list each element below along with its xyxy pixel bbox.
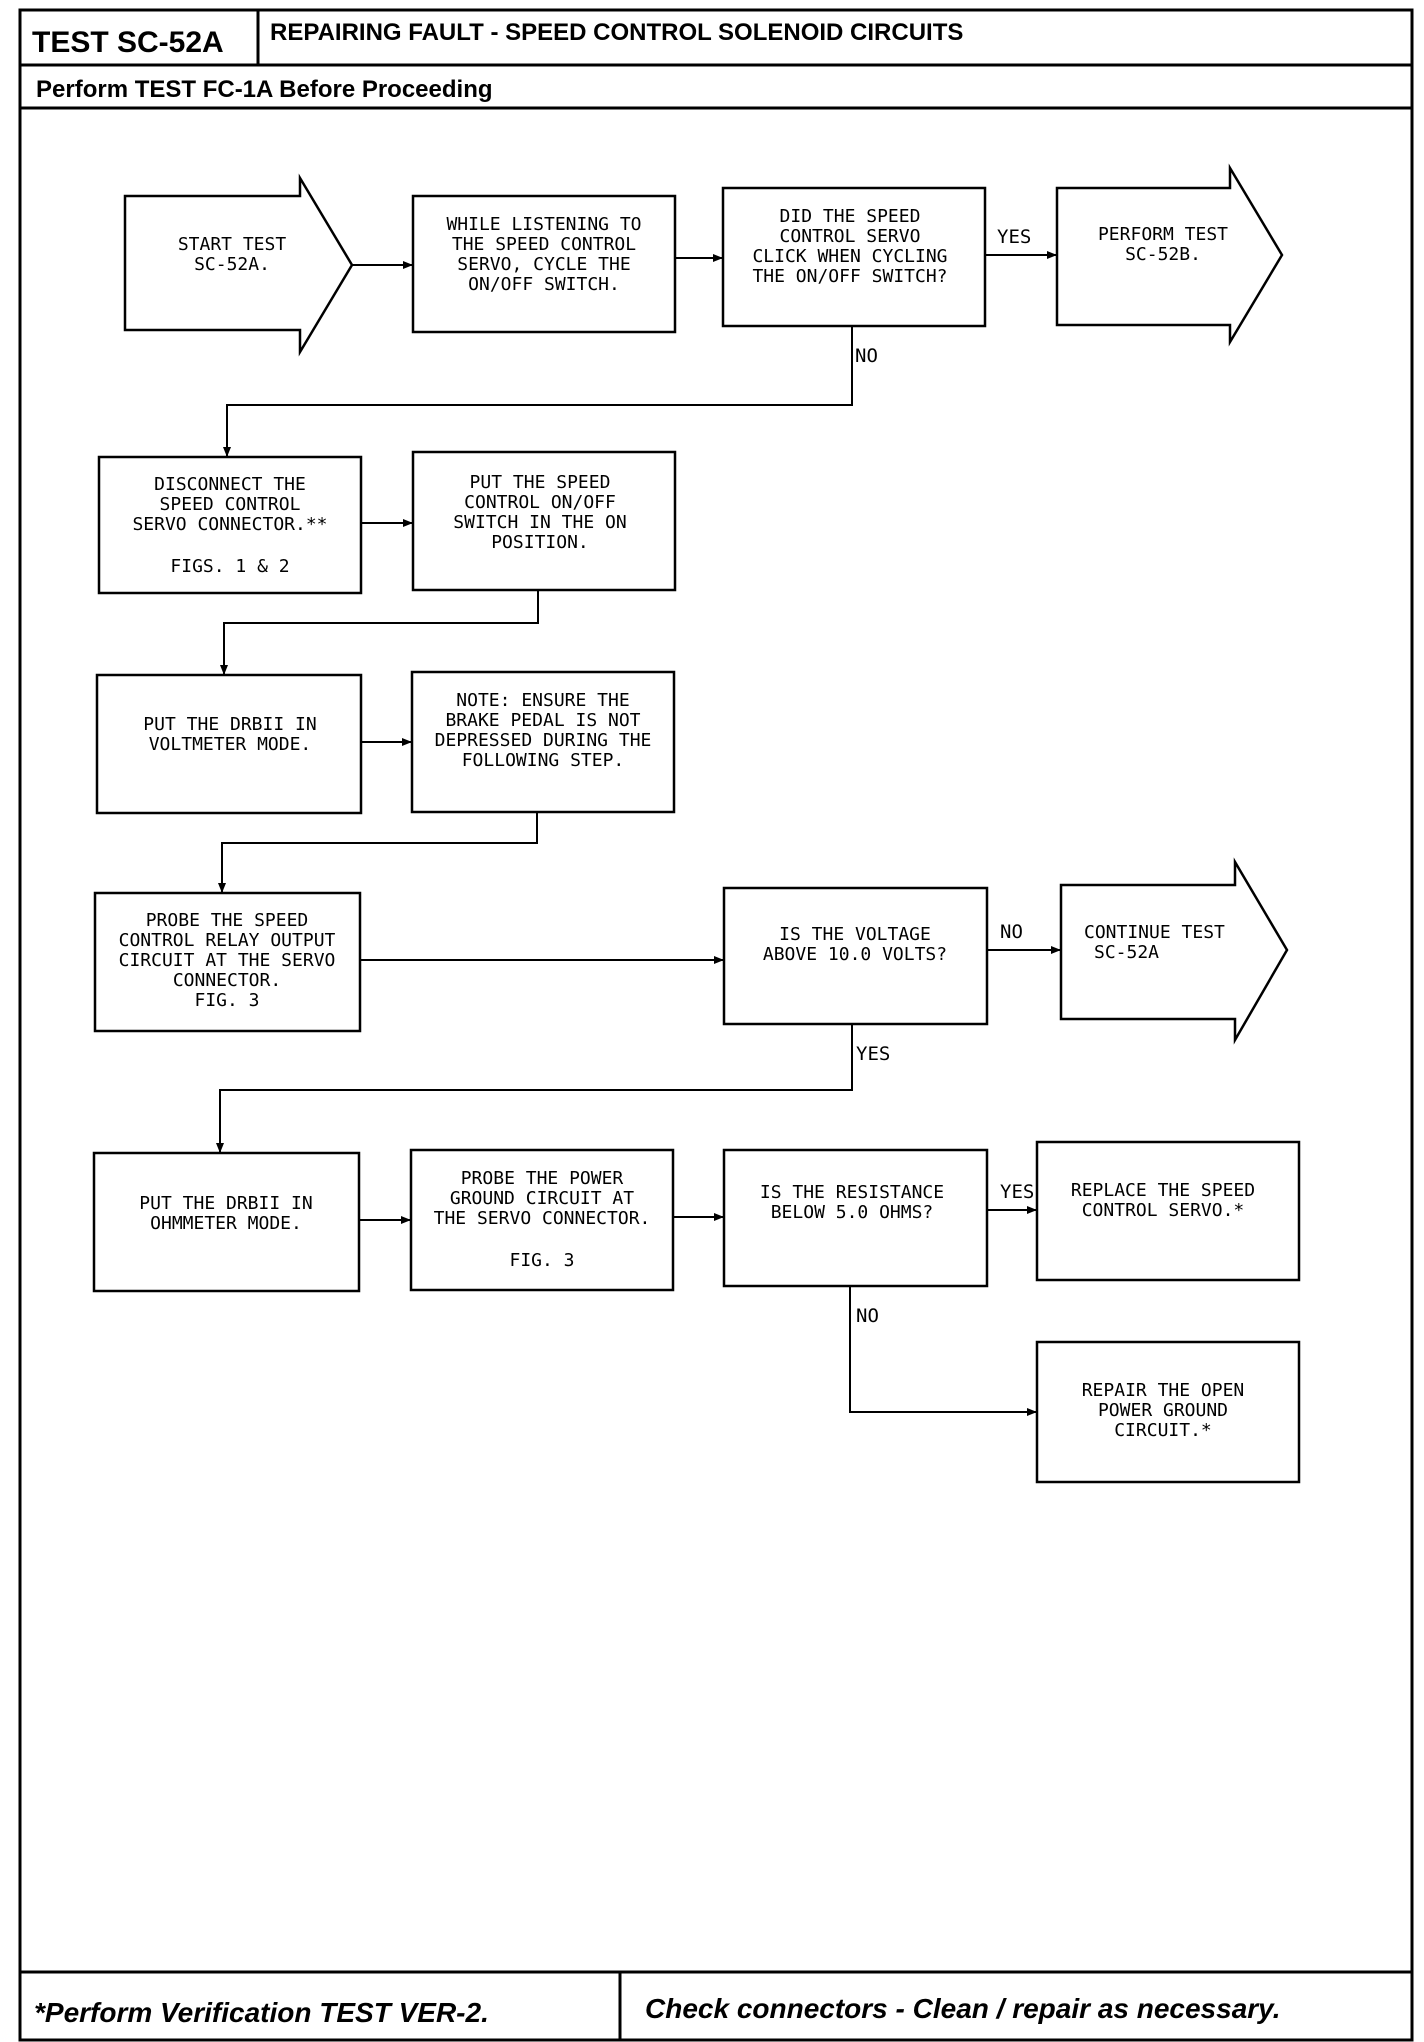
branch-label-yes: YES (856, 1043, 890, 1065)
svg-text:ABOVE 10.0 VOLTS?: ABOVE 10.0 VOLTS? (763, 944, 947, 965)
start-test-arrow (123, 173, 354, 357)
svg-text:REPAIR THE OPEN: REPAIR THE OPEN (1082, 1380, 1245, 1401)
servo-click-decision-box (721, 186, 987, 328)
footer-verification: *Perform Verification TEST VER-2. (34, 1997, 489, 2028)
svg-text:CONTINUE TEST: CONTINUE TEST (1084, 922, 1225, 943)
test-id: TEST SC-52A (32, 26, 224, 59)
svg-text:PUT THE SPEED: PUT THE SPEED (470, 472, 611, 493)
flow-connectors (216, 251, 1061, 1416)
disconnect-servo-connector-text: DISCONNECT THE SPEED CONTROL SERVO CONNE… (132, 474, 327, 577)
svg-text:CLICK WHEN CYCLING: CLICK WHEN CYCLING (752, 246, 947, 267)
svg-text:ON/OFF SWITCH.: ON/OFF SWITCH. (468, 274, 620, 295)
switch-on-position-text: PUT THE SPEED CONTROL ON/OFF SWITCH IN T… (453, 472, 626, 553)
svg-text:PUT THE DRBII IN: PUT THE DRBII IN (143, 714, 316, 735)
repair-open-power-ground-text: REPAIR THE OPEN POWER GROUND CIRCUIT.* (1082, 1380, 1245, 1441)
svg-text:GROUND CIRCUIT AT: GROUND CIRCUIT AT (450, 1188, 634, 1209)
drbii-ohmmeter-mode-box (92, 1151, 361, 1293)
svg-text:SPEED CONTROL: SPEED CONTROL (160, 494, 301, 515)
branch-label-yes: YES (1000, 1181, 1034, 1203)
svg-text:CIRCUIT AT THE SERVO: CIRCUIT AT THE SERVO (119, 950, 336, 971)
listen-cycle-switch-box (411, 194, 677, 334)
svg-text:IS THE RESISTANCE: IS THE RESISTANCE (760, 1182, 944, 1203)
svg-text:NOTE: ENSURE THE: NOTE: ENSURE THE (456, 690, 629, 711)
svg-text:PERFORM TEST: PERFORM TEST (1098, 224, 1228, 245)
repair-open-power-ground-box (1035, 1340, 1301, 1484)
perform-test-sc52b-text: PERFORM TEST SC-52B. (1098, 224, 1228, 265)
servo-click-decision-text: DID THE SPEED CONTROL SERVO CLICK WHEN C… (752, 206, 947, 287)
replace-speed-control-servo-box (1035, 1140, 1301, 1282)
svg-text:SERVO CONNECTOR.**: SERVO CONNECTOR.** (132, 514, 327, 535)
svg-text:DEPRESSED DURING THE: DEPRESSED DURING THE (435, 730, 652, 751)
resistance-decision-text: IS THE RESISTANCE BELOW 5.0 OHMS? (760, 1182, 944, 1223)
probe-relay-output-text: PROBE THE SPEED CONTROL RELAY OUTPUT CIR… (119, 910, 336, 1011)
branch-label-yes: YES (997, 226, 1031, 248)
continue-test-sc52a-arrow (1059, 857, 1289, 1045)
branch-label-no: NO (856, 1305, 879, 1327)
svg-text:THE SERVO CONNECTOR.: THE SERVO CONNECTOR. (434, 1208, 651, 1229)
svg-text:VOLTMETER MODE.: VOLTMETER MODE. (149, 734, 312, 755)
branch-label-no: NO (1000, 921, 1023, 943)
svg-text:FIG. 3: FIG. 3 (194, 990, 259, 1011)
svg-text:CONTROL RELAY OUTPUT: CONTROL RELAY OUTPUT (119, 930, 336, 951)
branch-label-no: NO (855, 345, 878, 367)
svg-text:FIGS. 1 & 2: FIGS. 1 & 2 (170, 556, 289, 577)
svg-text:THE ON/OFF SWITCH?: THE ON/OFF SWITCH? (752, 266, 947, 287)
voltage-decision-box (722, 886, 989, 1026)
voltage-decision-text: IS THE VOLTAGE ABOVE 10.0 VOLTS? (763, 924, 947, 965)
prerequisite-note: Perform TEST FC-1A Before Proceeding (36, 76, 493, 103)
brake-pedal-note-box (410, 670, 676, 814)
svg-text:SC-52A.: SC-52A. (194, 254, 270, 275)
svg-text:BELOW 5.0 OHMS?: BELOW 5.0 OHMS? (771, 1202, 934, 1223)
probe-power-ground-box (409, 1148, 675, 1292)
svg-text:THE SPEED CONTROL: THE SPEED CONTROL (452, 234, 636, 255)
svg-text:PROBE THE SPEED: PROBE THE SPEED (146, 910, 309, 931)
svg-text:BRAKE PEDAL IS NOT: BRAKE PEDAL IS NOT (445, 710, 640, 731)
page-title: REPAIRING FAULT - SPEED CONTROL SOLENOID… (270, 19, 963, 46)
page-frame (18, 8, 1414, 2042)
footer-check-connectors: Check connectors - Clean / repair as nec… (645, 1993, 1280, 2024)
probe-power-ground-text: PROBE THE POWER GROUND CIRCUIT AT THE SE… (434, 1168, 651, 1271)
svg-text:REPLACE THE SPEED: REPLACE THE SPEED (1071, 1180, 1255, 1201)
svg-text:DISCONNECT THE: DISCONNECT THE (154, 474, 306, 495)
svg-text:CONTROL ON/OFF: CONTROL ON/OFF (464, 492, 616, 513)
drbii-voltmeter-mode-box (95, 673, 363, 815)
continue-test-sc52a-text: CONTINUE TEST SC-52A (1084, 922, 1225, 963)
brake-pedal-note-text: NOTE: ENSURE THE BRAKE PEDAL IS NOT DEPR… (435, 690, 652, 771)
switch-on-position-box (411, 450, 677, 592)
svg-text:POSITION.: POSITION. (491, 532, 589, 553)
drbii-ohmmeter-mode-text: PUT THE DRBII IN OHMMETER MODE. (139, 1193, 312, 1234)
svg-text:DID THE SPEED: DID THE SPEED (780, 206, 921, 227)
listen-cycle-switch-text: WHILE LISTENING TO THE SPEED CONTROL SER… (446, 214, 641, 295)
svg-text:IS THE VOLTAGE: IS THE VOLTAGE (779, 924, 931, 945)
svg-text:PUT THE DRBII IN: PUT THE DRBII IN (139, 1193, 312, 1214)
svg-text:PROBE THE POWER: PROBE THE POWER (461, 1168, 624, 1189)
svg-text:CONNECTOR.: CONNECTOR. (173, 970, 281, 991)
svg-text:CONTROL SERVO: CONTROL SERVO (780, 226, 921, 247)
svg-text:FOLLOWING STEP.: FOLLOWING STEP. (462, 750, 625, 771)
start-test-text: START TEST SC-52A. (178, 234, 287, 275)
svg-text:FIG. 3: FIG. 3 (509, 1250, 574, 1271)
svg-text:SC-52A: SC-52A (1094, 942, 1159, 963)
perform-test-sc52b-arrow (1055, 163, 1284, 347)
disconnect-servo-connector-box (97, 455, 363, 595)
replace-speed-control-servo-text: REPLACE THE SPEED CONTROL SERVO.* (1071, 1180, 1255, 1221)
probe-relay-output-box (93, 891, 362, 1033)
svg-text:POWER GROUND: POWER GROUND (1098, 1400, 1228, 1421)
svg-text:CONTROL SERVO.*: CONTROL SERVO.* (1082, 1200, 1245, 1221)
svg-text:SWITCH IN THE ON: SWITCH IN THE ON (453, 512, 626, 533)
svg-text:SC-52B.: SC-52B. (1125, 244, 1201, 265)
svg-text:CIRCUIT.*: CIRCUIT.* (1114, 1420, 1212, 1441)
svg-text:WHILE LISTENING TO: WHILE LISTENING TO (446, 214, 641, 235)
svg-text:SERVO, CYCLE THE: SERVO, CYCLE THE (457, 254, 630, 275)
svg-text:START TEST: START TEST (178, 234, 287, 255)
svg-text:OHMMETER MODE.: OHMMETER MODE. (150, 1213, 302, 1234)
resistance-decision-box (722, 1148, 989, 1288)
drbii-voltmeter-mode-text: PUT THE DRBII IN VOLTMETER MODE. (143, 714, 316, 755)
